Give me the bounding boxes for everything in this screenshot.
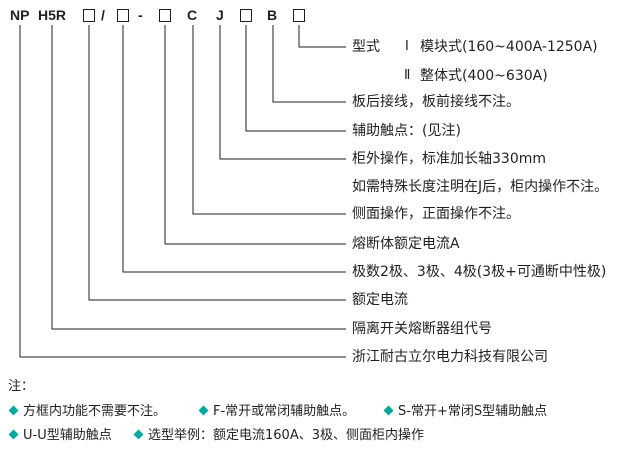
- leader-type: [298, 25, 346, 48]
- desc-type-i: 模块式(160~400A-1250A): [420, 39, 598, 55]
- desc-side-op: 侧面操作，正面操作不注。: [352, 206, 520, 222]
- option-box-aux-contacts: [240, 9, 252, 22]
- desc-poles: 极数2极、3极、4极(3极+可通断中性极): [352, 264, 607, 280]
- code-c: C: [187, 7, 198, 23]
- option-box-type: [293, 9, 305, 22]
- leader-series-code: [51, 25, 346, 330]
- note-item: F-常开或常闭辅助触点。: [198, 403, 355, 421]
- leader-rear-wiring: [272, 25, 346, 103]
- desc-rear-wiring: 板后接线，板前接线不注。: [352, 94, 520, 110]
- desc-type-label: 型式: [352, 39, 380, 55]
- desc-company: 浙江耐古立尔电力科技有限公司: [352, 349, 548, 365]
- diamond-bullet-icon: [383, 405, 394, 416]
- note-item: 选型举例：额定电流160A、3极、侧面柜内操作: [133, 427, 424, 445]
- desc-series-code: 隔离开关熔断器组代号: [352, 321, 492, 337]
- leader-external-op: [219, 25, 346, 160]
- note-item: U-U型辅助触点: [8, 427, 112, 445]
- code-b: B: [267, 7, 278, 23]
- code-h5r: H5R: [38, 7, 67, 23]
- option-box-poles: [117, 9, 129, 22]
- option-box-fuse-current: [159, 9, 171, 22]
- desc-fuse-current: 熔断体额定电流A: [352, 236, 460, 252]
- desc-external-op: 柜外操作，标准加长轴330mm: [352, 151, 546, 167]
- desc-rated-current: 额定电流: [352, 292, 408, 308]
- code-np: NP: [10, 7, 30, 23]
- leader-company: [19, 25, 346, 358]
- diamond-bullet-icon: [8, 429, 19, 440]
- leader-fuse-current: [164, 25, 346, 245]
- leader-poles: [122, 25, 346, 273]
- option-box-rated-current: [83, 9, 95, 22]
- code-dash: -: [138, 7, 143, 23]
- desc-type-ii: 整体式(400~630A): [420, 68, 548, 84]
- diamond-bullet-icon: [133, 429, 144, 440]
- note-item: 方框内功能不需要不注。: [8, 403, 166, 421]
- leader-aux-contacts: [245, 25, 346, 132]
- notes-title: 注：: [8, 379, 35, 394]
- desc-type-i-roman: Ⅰ: [405, 39, 409, 54]
- leader-rated-current: [88, 25, 346, 301]
- code-j: J: [216, 7, 224, 23]
- leader-side-op: [192, 25, 346, 215]
- desc-type-ii-roman: Ⅱ: [404, 68, 411, 83]
- code-slash: /: [101, 7, 105, 23]
- desc-external-op-note: 如需特殊长度注明在J后，柜内操作不注。: [352, 179, 609, 195]
- diamond-bullet-icon: [198, 405, 209, 416]
- note-item: S-常开+常闭S型辅助触点: [383, 403, 547, 421]
- desc-aux-contacts: 辅助触点：(见注): [352, 123, 461, 139]
- diamond-bullet-icon: [8, 405, 19, 416]
